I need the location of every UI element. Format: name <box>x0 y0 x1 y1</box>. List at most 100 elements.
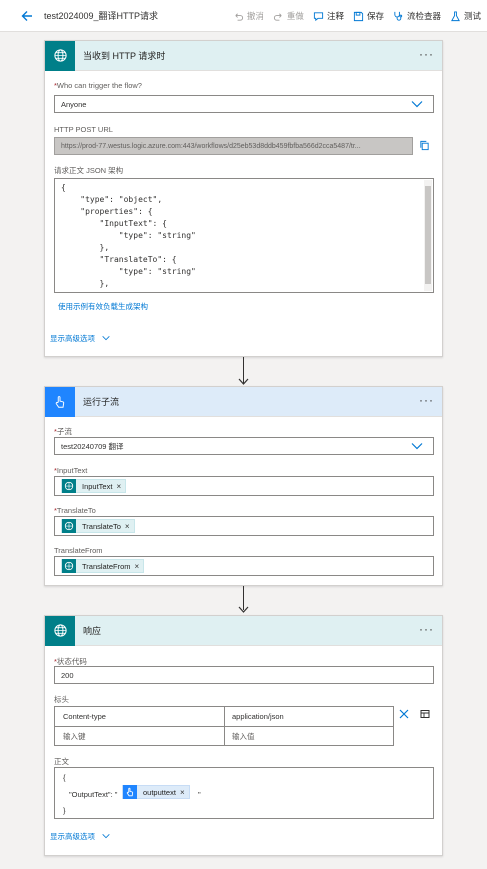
body-key-text: "OutputText": " <box>69 790 118 799</box>
translatefrom-field[interactable]: TranslateFrom × <box>54 556 434 576</box>
http-globe-icon <box>62 479 76 493</box>
generate-schema-link[interactable]: 使用示例有效负载生成架构 <box>58 302 148 311</box>
comment-label: 注释 <box>326 11 344 21</box>
who-value: Anyone <box>61 99 87 109</box>
copy-icon[interactable] <box>419 140 430 153</box>
arrow-down-icon <box>238 606 249 613</box>
save-label: 保存 <box>366 11 384 21</box>
body-close-brace: } <box>63 806 66 815</box>
arrow-down-icon <box>238 378 249 385</box>
back-arrow-icon[interactable] <box>20 9 34 23</box>
child-flow-dropdown[interactable]: test20240709 翻译 <box>54 437 434 455</box>
translatefrom-label: TranslateFrom <box>54 546 103 555</box>
chevron-down-icon <box>411 101 423 108</box>
remove-token-icon[interactable]: × <box>179 787 185 797</box>
schema-line: "type": "string" <box>61 231 196 240</box>
body-editor[interactable]: { "OutputText": " outputtext × " } <box>54 767 434 819</box>
child-flow-label: *子流 <box>54 427 72 436</box>
schema-line: "InputText": { <box>61 219 167 228</box>
http-globe-icon <box>45 615 75 646</box>
status-code-field[interactable]: 200 <box>54 666 434 684</box>
more-options-icon[interactable]: ··· <box>419 622 434 636</box>
flow-name: test2024009_翻译HTTP请求 <box>44 11 159 21</box>
json-schema-editor[interactable]: { "type": "object", "properties": { "Inp… <box>54 178 434 293</box>
run-child-flow-card: 运行子流 ··· *子流 test20240709 翻译 *InputText … <box>44 386 443 586</box>
body-open-brace: { <box>63 773 66 782</box>
schema-line: "type": "object", <box>61 195 163 204</box>
schema-line: "properties": { <box>61 207 153 216</box>
url-label: HTTP POST URL <box>54 125 113 134</box>
response-title: 响应 <box>83 626 102 636</box>
chevron-down-icon <box>411 443 423 450</box>
token-label: TranslateTo <box>82 521 121 531</box>
translateto-field[interactable]: TranslateTo × <box>54 516 434 536</box>
http-globe-icon <box>62 559 76 573</box>
schema-line: }, <box>61 243 110 252</box>
undo-label: 撤消 <box>246 11 264 21</box>
more-options-icon[interactable]: ··· <box>419 393 434 407</box>
connector-line <box>243 586 244 610</box>
hand-pointer-icon <box>45 386 75 417</box>
inputtext-field[interactable]: InputText × <box>54 476 434 496</box>
child-flow-card-header[interactable]: 运行子流 ··· <box>45 386 442 417</box>
who-label-text: Who can trigger the flow? <box>56 81 142 90</box>
scroll-thumb[interactable] <box>425 186 431 284</box>
test-button[interactable]: 测试 <box>450 10 481 22</box>
translateto-label-text: TranslateTo <box>56 506 96 515</box>
switch-to-text-mode-icon[interactable] <box>420 709 430 721</box>
token-label: outputtext <box>143 787 176 797</box>
schema-label: 请求正文 JSON 架构 <box>54 166 124 175</box>
dynamic-content-token[interactable]: InputText × <box>61 479 127 493</box>
flow-checker-button[interactable]: 流检查器 <box>393 10 441 22</box>
save-button[interactable]: 保存 <box>353 10 384 22</box>
save-icon <box>353 11 364 21</box>
undo-icon <box>235 12 243 21</box>
who-label: *Who can trigger the flow? <box>54 81 142 90</box>
header-value-cell[interactable]: application/json <box>232 712 284 721</box>
status-code-value: 200 <box>61 670 74 680</box>
trigger-card: 当收到 HTTP 请求时 ··· *Who can trigger the fl… <box>44 40 443 357</box>
who-can-trigger-dropdown[interactable]: Anyone <box>54 95 434 113</box>
header-key-cell[interactable]: Content-type <box>63 712 106 721</box>
translateto-label: *TranslateTo <box>54 506 96 515</box>
show-advanced-options-link[interactable]: 显示高级选项 <box>50 333 110 344</box>
dynamic-content-token[interactable]: TranslateFrom × <box>61 559 145 573</box>
token-label: InputText <box>82 481 113 491</box>
advanced-link-text: 显示高级选项 <box>50 334 95 343</box>
stethoscope-icon <box>394 11 403 21</box>
delete-header-icon[interactable] <box>399 709 409 721</box>
show-advanced-options-link[interactable]: 显示高级选项 <box>50 831 110 842</box>
token-label: TranslateFrom <box>82 561 131 571</box>
headers-label: 标头 <box>54 695 69 704</box>
connector-line <box>243 357 244 383</box>
new-key-input[interactable]: 输入键 <box>63 732 86 741</box>
inputtext-label: *InputText <box>54 466 88 475</box>
new-value-input[interactable]: 输入值 <box>232 732 255 741</box>
row-divider <box>55 726 393 727</box>
redo-button[interactable]: 重做 <box>273 10 304 22</box>
flask-icon <box>451 10 460 21</box>
http-globe-icon <box>62 519 76 533</box>
dynamic-content-token[interactable]: TranslateTo × <box>61 519 135 533</box>
response-card-header[interactable]: 响应 ··· <box>45 615 442 646</box>
http-post-url-field[interactable]: https://prod-77.westus.logic.azure.com:4… <box>54 137 413 155</box>
redo-icon <box>273 12 282 21</box>
test-label: 测试 <box>463 11 481 21</box>
more-options-icon[interactable]: ··· <box>419 47 434 61</box>
undo-button[interactable]: 撤消 <box>233 10 264 22</box>
dynamic-content-token[interactable]: outputtext × <box>122 785 190 799</box>
status-code-label: *状态代码 <box>54 657 87 666</box>
remove-token-icon[interactable]: × <box>116 481 122 491</box>
comment-button[interactable]: 注释 <box>313 10 344 22</box>
editor-scrollbar[interactable] <box>424 180 432 291</box>
body-close-quote: " <box>198 790 201 799</box>
remove-token-icon[interactable]: × <box>124 521 130 531</box>
chevron-down-icon <box>102 834 110 839</box>
trigger-card-header[interactable]: 当收到 HTTP 请求时 ··· <box>45 40 442 71</box>
trigger-title: 当收到 HTTP 请求时 <box>83 51 166 61</box>
headers-table: Content-type application/json 输入键 输入值 <box>54 706 394 746</box>
schema-line: }, <box>61 279 110 288</box>
schema-line: "type": "string" <box>61 267 196 276</box>
url-value: https://prod-77.westus.logic.azure.com:4… <box>61 142 361 150</box>
remove-token-icon[interactable]: × <box>134 561 140 571</box>
